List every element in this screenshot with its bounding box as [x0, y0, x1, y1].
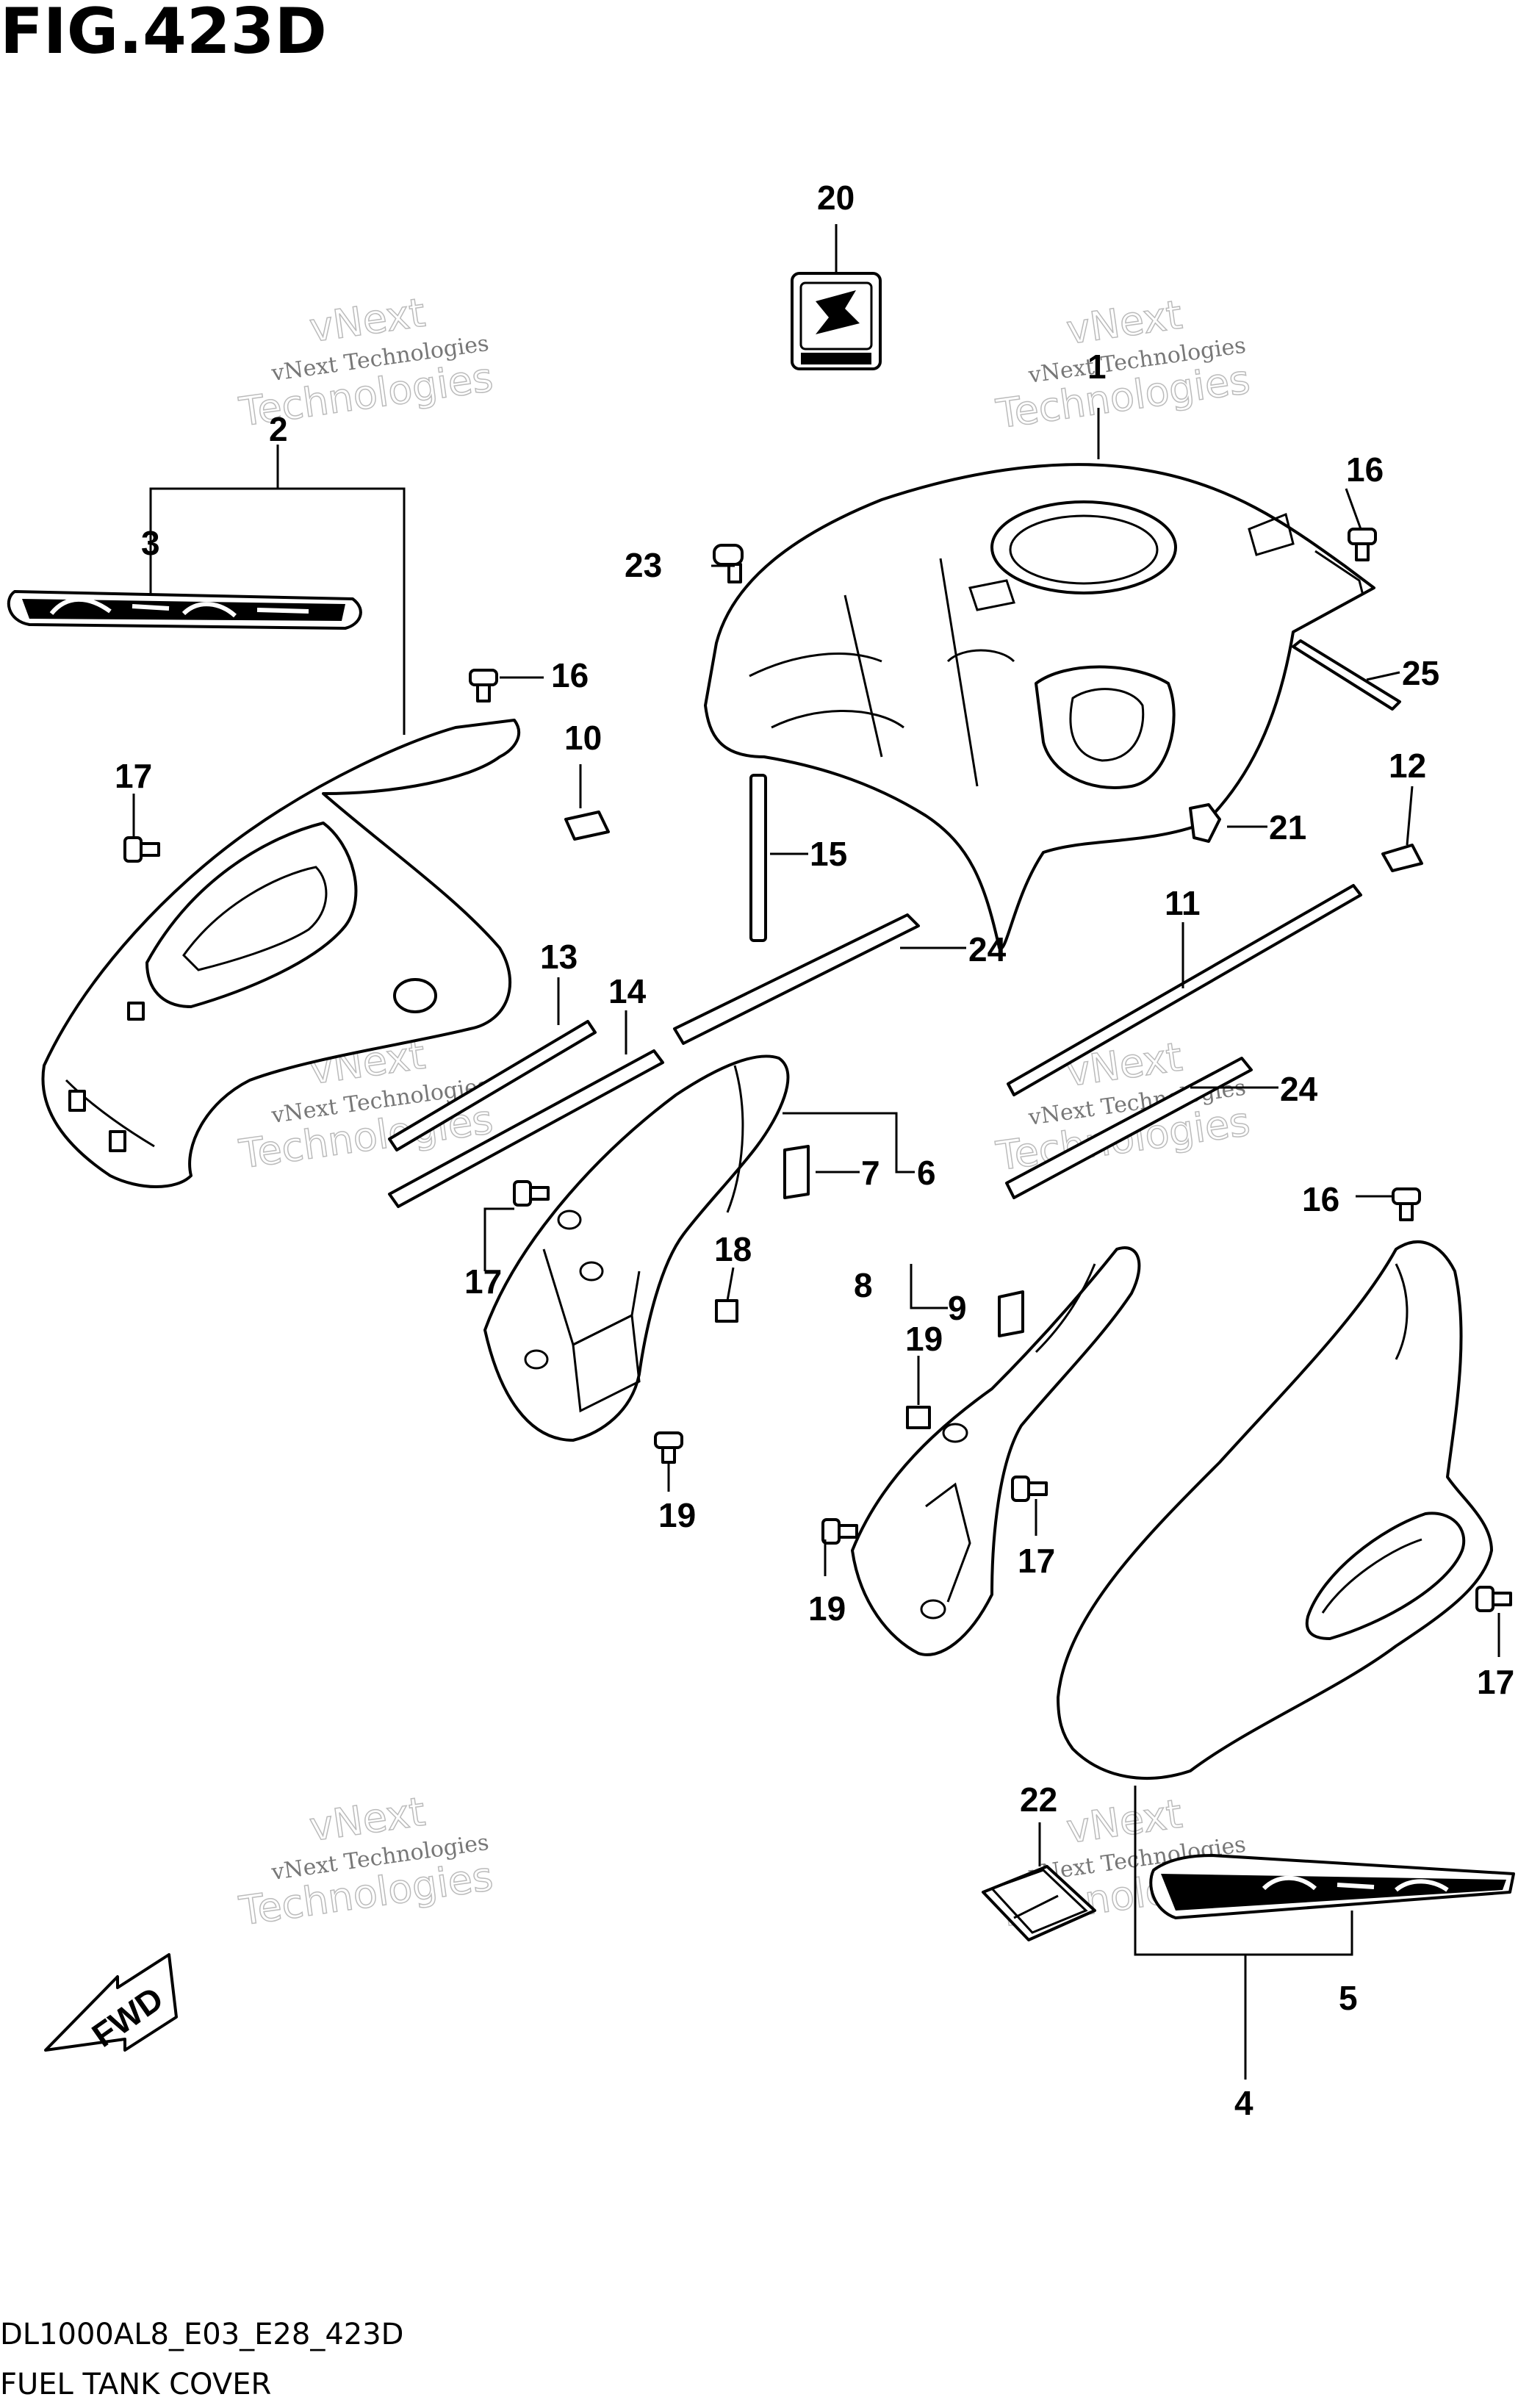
v-strom-decal-right: [1149, 1854, 1515, 1919]
suzuki-emblem-icon: [791, 272, 882, 370]
screw-16c: [1392, 1187, 1421, 1221]
callout-17b: 17: [464, 1262, 502, 1301]
cushion-12: [1381, 844, 1423, 872]
callout-17a: 17: [115, 757, 152, 795]
figure-title: FIG.423D: [0, 0, 327, 68]
callout-5: 5: [1339, 1979, 1358, 2017]
left-upper-cover: [41, 719, 520, 1188]
strip-13: [388, 1020, 597, 1151]
right-inner-panel: [851, 1246, 1141, 1656]
leader-lines: [132, 224, 1500, 2080]
right-side-cover: [1057, 1240, 1493, 1780]
callout-18b: 19: [905, 1320, 943, 1358]
callout-21: 21: [1269, 808, 1306, 847]
plate-22: [982, 1865, 1096, 1941]
bolt-17b: [513, 1180, 550, 1207]
callout-11: 11: [1165, 884, 1201, 922]
callout-13: 13: [540, 938, 578, 976]
callout-18a: 18: [714, 1230, 752, 1268]
callout-22: 22: [1020, 1780, 1057, 1819]
watermark-mid-right: vNext Technologies vNext Technologies: [993, 1033, 1253, 1180]
callout-6: 6: [917, 1154, 936, 1192]
bolt-17c: [1011, 1476, 1048, 1502]
callout-25: 25: [1402, 654, 1439, 692]
callout-16b: 16: [1346, 450, 1384, 489]
callout-17c: 17: [1018, 1542, 1055, 1580]
callout-7: 7: [861, 1154, 880, 1192]
figure-name: FUEL TANK COVER: [0, 2368, 271, 2401]
bolt-19b: [821, 1518, 858, 1545]
callout-16a: 16: [551, 656, 589, 694]
watermark-bottom-left: vNext Technologies vNext Technologies: [236, 1788, 497, 1935]
strip-14: [388, 1049, 664, 1208]
callout-10: 10: [564, 719, 602, 757]
callout-20: 20: [817, 179, 855, 217]
callout-24a: 24: [968, 930, 1007, 968]
watermark-top-right: vNext Technologies vNext Technologies: [993, 291, 1253, 438]
strip-15: [749, 774, 767, 942]
callout-24b: 24: [1280, 1070, 1318, 1108]
watermark-top-left: vNext Technologies vNext Technologies: [236, 289, 497, 436]
callout-8: 8: [854, 1266, 873, 1304]
pad-7: [783, 1145, 810, 1199]
strip-25: [1292, 639, 1401, 711]
callout-17d: 17: [1477, 1663, 1514, 1701]
bolt-17a: [123, 836, 160, 863]
callout-3: 3: [141, 524, 160, 562]
v-strom-decal-left: [7, 590, 362, 630]
figure-code: DL1000AL8_E03_E28_423D: [0, 2318, 403, 2351]
callout-15: 15: [810, 835, 847, 873]
fwd-arrow-icon: FWD: [44, 1953, 178, 2055]
strip-24b: [1005, 1057, 1253, 1199]
nut-18b: [906, 1406, 931, 1429]
callout-1: 1: [1087, 348, 1107, 386]
callout-19b: 19: [808, 1589, 846, 1628]
screw-16a: [469, 669, 498, 702]
callout-9: 9: [948, 1289, 967, 1327]
callout-16c: 16: [1302, 1180, 1339, 1218]
callout-19a: 19: [658, 1496, 696, 1534]
callout-4: 4: [1234, 2084, 1253, 2122]
callout-labels: 20 1 2 3 16 16 10 17 15 12 21 25 23 24 1…: [115, 179, 1514, 2122]
pad-9: [998, 1290, 1024, 1337]
cushion-10: [564, 811, 610, 841]
nut-18a: [715, 1299, 738, 1323]
strip-24a: [673, 913, 920, 1045]
screw-16b: [1348, 528, 1377, 561]
left-inner-panel: [483, 1054, 790, 1442]
callout-23: 23: [625, 546, 662, 584]
callout-12: 12: [1389, 747, 1426, 785]
clip-23: [713, 544, 744, 583]
callout-2: 2: [269, 410, 288, 448]
bolt-19a: [654, 1431, 683, 1464]
strip-11: [1007, 884, 1362, 1096]
callout-14: 14: [608, 972, 647, 1010]
clip-21: [1189, 803, 1221, 843]
bolt-17d: [1475, 1586, 1512, 1612]
fuel-tank-cover-center: [704, 463, 1375, 950]
